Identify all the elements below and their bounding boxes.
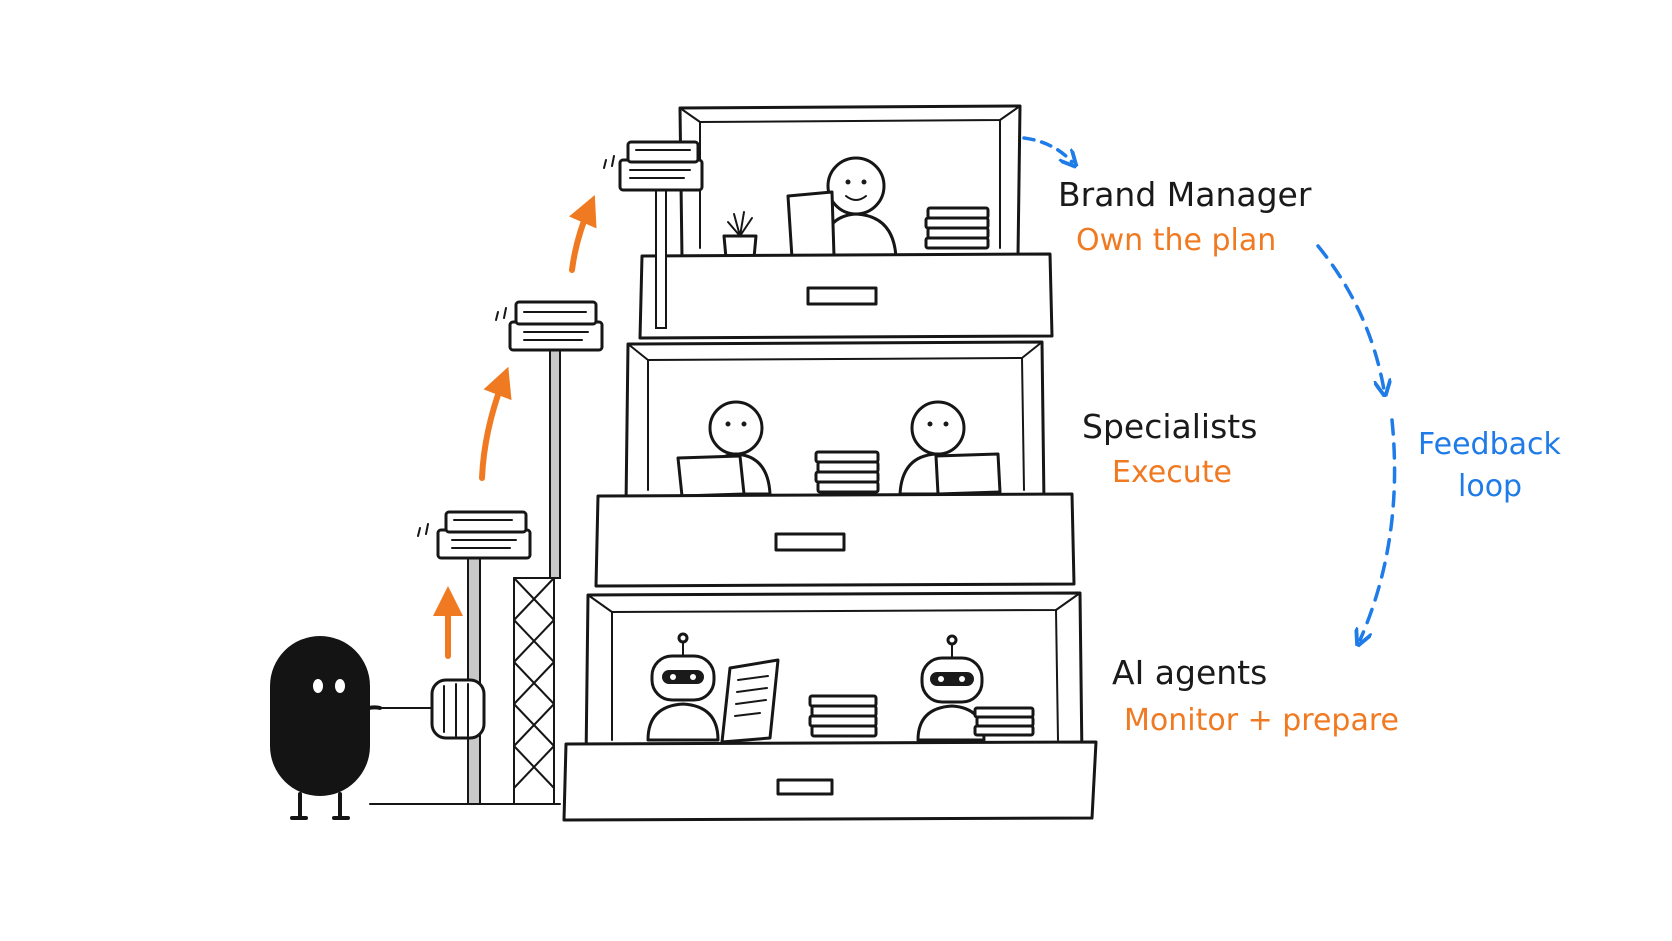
document-icon [786,190,836,260]
operator-character [270,636,382,820]
laptop-icon [934,452,1002,496]
tier-brand-manager [638,104,1054,340]
lift-pole [655,185,667,329]
paper-bundle [618,140,704,192]
paper-stack [973,706,1035,737]
robot-agent [916,634,986,742]
specialist-person [676,400,772,498]
tier-title: Specialists [1082,407,1257,446]
drawer-handle [806,286,878,306]
tier-title: AI agents [1112,653,1267,692]
lift-mechanism [367,140,704,805]
winch-icon [367,678,486,740]
tier-ai-agents [562,591,1098,822]
drawer-handle [776,778,834,796]
feedback-loop-label: loop [1458,469,1522,504]
brand-manager-person [786,156,898,260]
lattice-tower [513,577,555,805]
paper-stack [924,206,990,250]
feedback-loop-label: Feedback [1418,427,1561,462]
drawer-handle [774,532,846,552]
paper-bundle [508,300,604,352]
specialist-person [898,400,1002,496]
tier-subtitle: Own the plan [1076,223,1276,258]
paper-stack [808,694,878,738]
paper-stack [814,450,880,494]
robot-agent [646,632,720,742]
tier-specialists [594,340,1076,588]
tier-subtitle: Monitor + prepare [1124,703,1399,738]
lift-direction-arrows [433,195,597,659]
checklist-document [720,658,780,744]
tier-labels: Brand Manager Own the plan Specialists E… [1058,175,1561,738]
paper-bundle [436,510,532,560]
laptop-icon [676,454,746,498]
lift-pole [549,345,561,579]
feedback-loop-arrow [1022,136,1397,640]
building [562,104,1098,822]
tier-title: Brand Manager [1058,175,1312,214]
lift-pole [467,551,481,805]
tier-subtitle: Execute [1112,455,1232,490]
